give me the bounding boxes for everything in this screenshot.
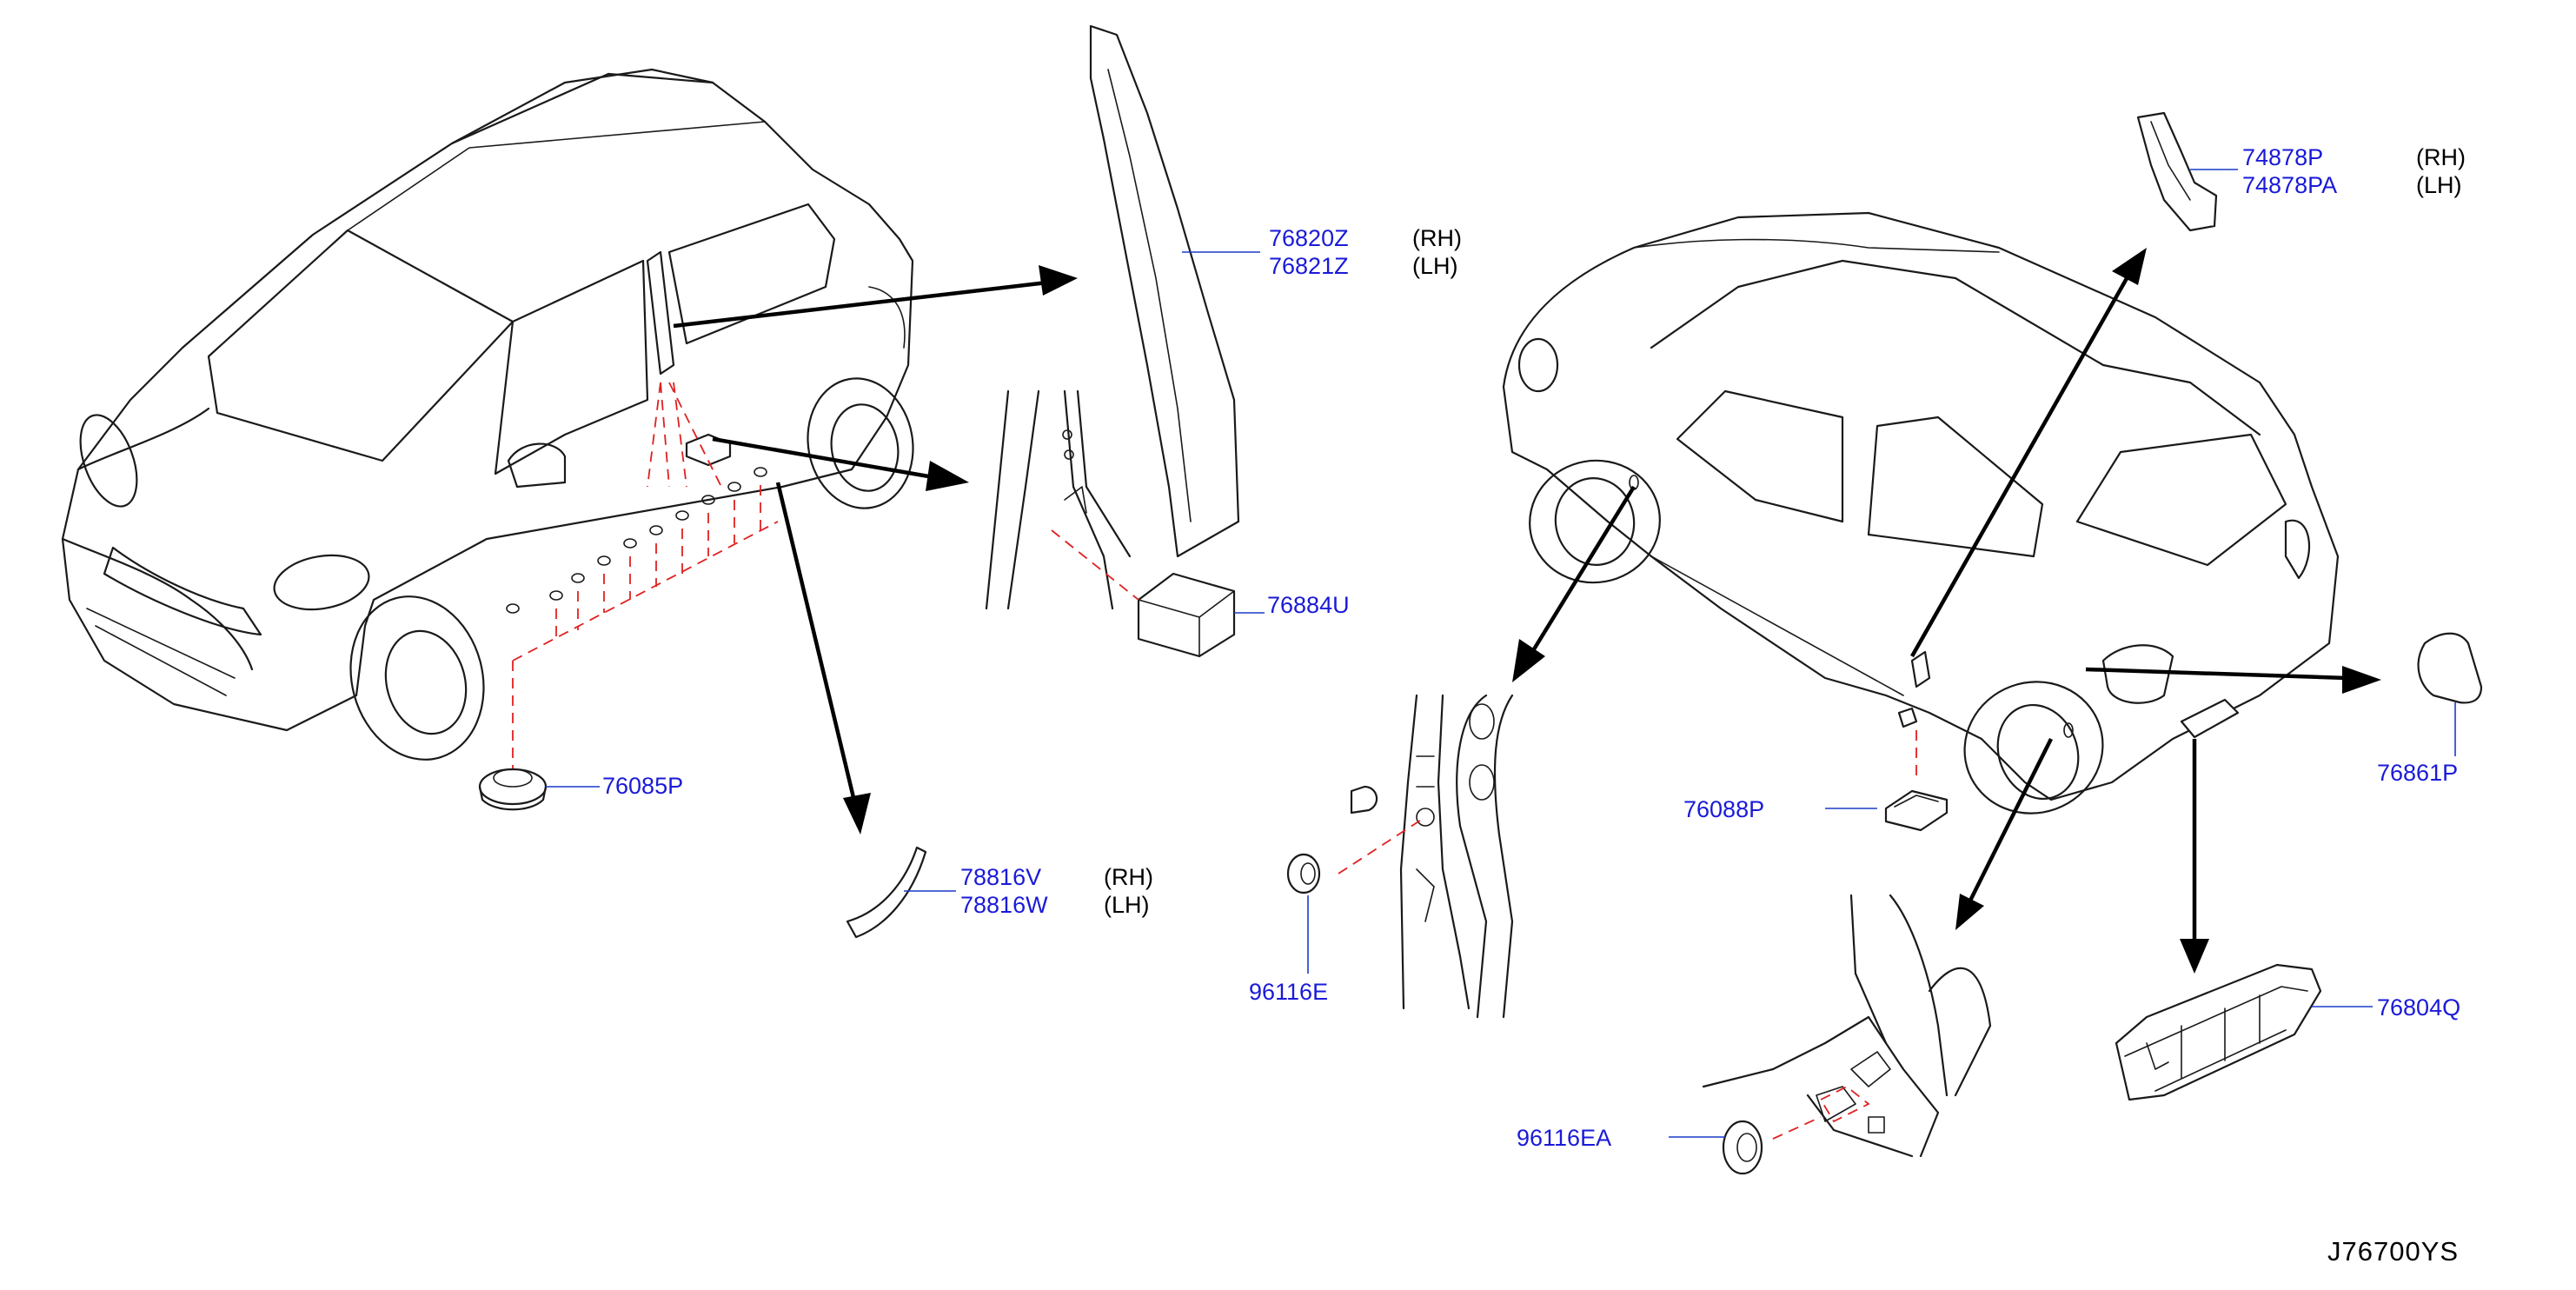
pad-part-76884U <box>1051 529 1236 658</box>
diagram-reference-code: J76700YS <box>2327 1236 2459 1267</box>
fuel-lid-part-76861P <box>2417 632 2483 704</box>
part-number-74878P: 74878P <box>2242 144 2323 170</box>
grommet-part-76085P <box>478 768 548 811</box>
side-label-lh: (LH) <box>1104 892 1150 918</box>
part-number-76085P: 76085P <box>602 773 683 799</box>
fender-seal-part-78816 <box>846 846 927 939</box>
part-number-78816W: 78816W <box>960 892 1048 918</box>
rear-floor-section-detail <box>1702 894 1992 1158</box>
pad-part-76088P <box>1884 730 1949 832</box>
part-number-76820Z: 76820Z <box>1269 225 1349 251</box>
front-car-illustration <box>61 68 914 761</box>
callout-arrows <box>673 248 2381 974</box>
part-number-76088P: 76088P <box>1683 796 1764 822</box>
part-number-74878PA: 74878PA <box>2242 172 2337 198</box>
part-number-96116E: 96116E <box>1249 979 1328 1005</box>
b-pillar-section-detail <box>985 389 1132 610</box>
side-label-rh: (RH) <box>1412 225 1462 251</box>
handle-part-76804Q <box>2115 963 2322 1101</box>
side-label-rh: (RH) <box>2416 144 2466 170</box>
side-label-lh: (LH) <box>1412 253 1458 279</box>
rear-car-illustration <box>1502 211 2340 815</box>
grommet-part-96116EA <box>1722 1116 1822 1175</box>
bracket-part-74878P <box>2136 111 2218 232</box>
part-number-labels: 76820Z (RH) 76821Z (LH) 76884U 76085P 78… <box>602 144 2466 1151</box>
sill-grommet-holes <box>506 467 767 614</box>
part-number-96116EA: 96116EA <box>1517 1125 1611 1151</box>
b-pillar-garnish-part <box>1089 24 1240 558</box>
part-number-76861P: 76861P <box>2377 760 2458 786</box>
part-number-76804Q: 76804Q <box>2377 994 2460 1021</box>
leader-lines <box>546 169 2456 1138</box>
wheelhouse-section-detail <box>1350 694 1514 1019</box>
side-label-lh: (LH) <box>2416 172 2462 198</box>
part-number-76821Z: 76821Z <box>1269 253 1349 279</box>
front-hidden-lines <box>512 382 779 782</box>
part-number-78816V: 78816V <box>960 864 1041 890</box>
part-number-76884U: 76884U <box>1267 592 1350 618</box>
grommet-part-96116E <box>1286 816 1426 894</box>
side-label-rh: (RH) <box>1104 864 1153 890</box>
